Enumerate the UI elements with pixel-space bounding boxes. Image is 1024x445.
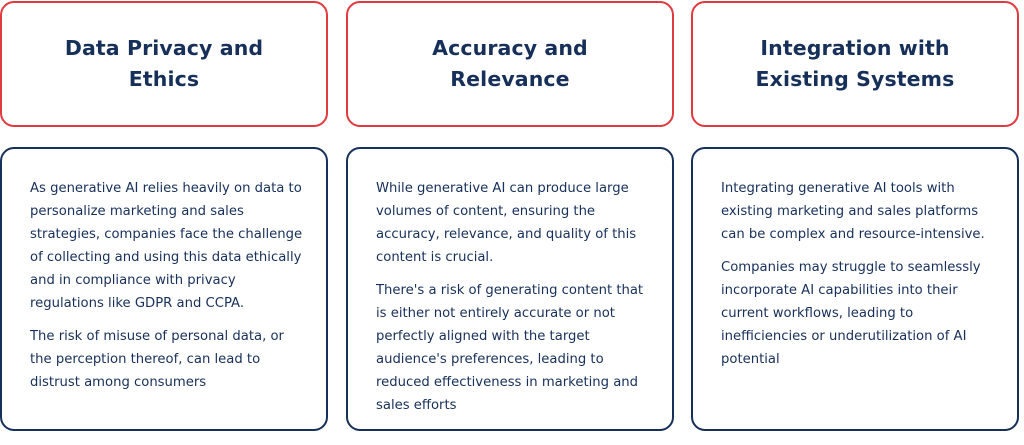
challenge-description-card: While generative AI can produce large vo… (346, 147, 674, 431)
challenge-column-data-privacy: Data Privacy and Ethics As generative AI… (0, 0, 332, 445)
challenge-title-line: Data Privacy and (64, 36, 264, 60)
challenge-paragraph: Integrating generative AI tools with exi… (721, 181, 985, 242)
challenge-paragraph: Companies may struggle to seamlessly inc… (721, 260, 981, 367)
challenge-title-line: Accuracy and (432, 36, 588, 60)
challenge-description-card: Integrating generative AI tools with exi… (691, 147, 1019, 431)
challenge-header-card: Integration with Existing Systems (691, 1, 1019, 127)
challenge-column-integration: Integration with Existing Systems Integr… (691, 0, 1023, 445)
challenge-title: Integration with Existing Systems (736, 33, 975, 95)
challenge-title-line: Relevance (450, 67, 570, 91)
challenge-paragraph: The risk of misuse of personal data, or … (30, 329, 284, 390)
challenge-title-line: Ethics (128, 67, 200, 91)
challenge-paragraph: There's a risk of generating content tha… (376, 283, 644, 413)
challenge-description-card: As generative AI relies heavily on data … (0, 147, 328, 431)
challenge-title: Accuracy and Relevance (412, 33, 608, 95)
challenge-title-line: Existing Systems (755, 67, 955, 91)
challenge-paragraph: As generative AI relies heavily on data … (30, 181, 303, 311)
challenge-header-card: Accuracy and Relevance (346, 1, 674, 127)
challenge-title-line: Integration with (760, 36, 950, 60)
challenge-title: Data Privacy and Ethics (45, 33, 283, 95)
challenge-column-accuracy: Accuracy and Relevance While generative … (346, 0, 678, 445)
challenge-header-card: Data Privacy and Ethics (0, 1, 328, 127)
challenge-paragraph: While generative AI can produce large vo… (376, 181, 637, 265)
